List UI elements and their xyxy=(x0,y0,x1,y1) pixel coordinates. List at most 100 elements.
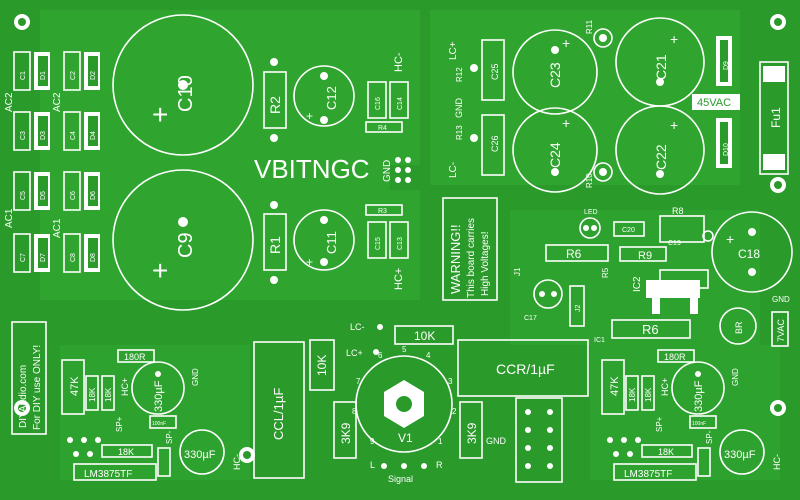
svg-text:J2: J2 xyxy=(575,305,582,313)
svg-text:HC+: HC+ xyxy=(120,378,130,396)
svg-text:SP+: SP+ xyxy=(115,416,124,432)
svg-text:C14: C14 xyxy=(397,97,404,110)
svg-text:C23: C23 xyxy=(547,62,563,88)
svg-text:R8: R8 xyxy=(672,206,684,216)
svg-text:8: 8 xyxy=(352,407,357,416)
svg-text:D4: D4 xyxy=(90,131,97,140)
svg-text:GND: GND xyxy=(191,368,200,386)
svg-text:180R: 180R xyxy=(124,352,146,362)
svg-text:C2: C2 xyxy=(70,71,77,80)
svg-text:D3: D3 xyxy=(40,131,47,140)
svg-text:WARNING!!: WARNING!! xyxy=(448,224,463,294)
svg-text:HC-: HC- xyxy=(232,454,242,470)
svg-text:C17: C17 xyxy=(524,315,537,322)
svg-text:47K: 47K xyxy=(609,376,621,396)
svg-text:LC+: LC+ xyxy=(448,41,459,60)
svg-text:C1: C1 xyxy=(20,71,27,80)
fuse-label: Fu1 xyxy=(769,107,783,128)
svg-text:LC-: LC- xyxy=(448,162,459,178)
svg-text:IC1: IC1 xyxy=(594,337,605,344)
svg-text:180R: 180R xyxy=(664,352,686,362)
tube-section: CCL/1µF 10K 3K9 LC- LC+ 10K V1 5 6 4 7 3… xyxy=(253,322,589,484)
svg-text:C22: C22 xyxy=(653,144,669,170)
svg-text:6: 6 xyxy=(378,351,383,360)
svg-text:+: + xyxy=(152,255,168,286)
svg-text:330µF: 330µF xyxy=(724,449,756,461)
svg-text:1: 1 xyxy=(438,437,443,446)
svg-text:C12: C12 xyxy=(324,86,339,110)
hc-minus-label: HC- xyxy=(393,52,405,72)
svg-text:SP-: SP- xyxy=(705,430,714,444)
svg-text:C7: C7 xyxy=(20,253,27,262)
svg-text:C13: C13 xyxy=(397,237,404,250)
rect-row-4: C7 D7 C8 D8 xyxy=(13,233,100,273)
ac-label: AC2 xyxy=(4,92,15,112)
svg-text:Signal: Signal xyxy=(388,474,413,484)
svg-text:R5: R5 xyxy=(601,267,610,278)
psu-rectifier-block: AC2 AC2 AC1 AC1 C1 D1 C2 D2 C3 D3 C4 D4 … xyxy=(4,51,100,273)
amp-left: 180R 47K 18K 18K HC+ 330µF GND SP+ 100nF… xyxy=(61,349,242,481)
svg-text:GND: GND xyxy=(731,368,740,386)
svg-text:D7: D7 xyxy=(40,253,47,262)
ac-label: AC2 xyxy=(52,92,63,112)
svg-text:18K: 18K xyxy=(104,387,113,402)
voltage-label: 45VAC xyxy=(697,97,731,109)
svg-text:SP+: SP+ xyxy=(655,416,664,432)
regulator-section: LED C20 R8 R6 R9 C19 + C18 J1 R5 C17 J2 … xyxy=(513,206,793,347)
ac-label: AC1 xyxy=(4,208,15,228)
svg-text:C20: C20 xyxy=(622,227,635,234)
svg-text:D10: D10 xyxy=(723,143,730,156)
svg-text:+: + xyxy=(562,115,570,131)
svg-text:HC+: HC+ xyxy=(660,378,670,396)
svg-text:HC-: HC- xyxy=(772,454,782,470)
svg-text:100nF: 100nF xyxy=(692,421,706,427)
big-capacitor-c10: + C10 xyxy=(112,14,254,156)
svg-text:7VAC: 7VAC xyxy=(776,319,786,342)
resistor-r2: R2 xyxy=(263,58,287,142)
svg-text:7: 7 xyxy=(356,377,361,386)
svg-text:High Voltages!: High Voltages! xyxy=(480,232,491,297)
svg-text:LC-: LC- xyxy=(350,322,365,332)
ac-label: AC1 xyxy=(52,218,63,238)
svg-text:C9: C9 xyxy=(175,232,197,258)
svg-text:D5: D5 xyxy=(40,191,47,200)
hc-film-caps: C16 C14 R4 R3 C15 C13 HC- HC+ GND xyxy=(365,52,411,290)
svg-text:100nF: 100nF xyxy=(152,421,166,427)
rect-row-3: C5 D5 C6 D6 xyxy=(13,171,100,211)
svg-text:LM3875TF: LM3875TF xyxy=(84,469,132,480)
svg-text:9: 9 xyxy=(370,437,375,446)
svg-text:D9: D9 xyxy=(723,61,730,70)
svg-text:330µF: 330µF xyxy=(153,380,165,412)
svg-text:CCL/1µF: CCL/1µF xyxy=(271,388,286,440)
svg-text:BR: BR xyxy=(734,321,744,334)
copper-pour-hv xyxy=(430,10,740,185)
svg-text:10K: 10K xyxy=(315,355,329,376)
svg-text:C15: C15 xyxy=(375,237,382,250)
svg-text:2: 2 xyxy=(452,407,457,416)
rect-row-2: C3 D3 C4 D4 xyxy=(13,111,100,151)
svg-text:GND: GND xyxy=(486,436,507,446)
gnd-label: GND xyxy=(382,160,393,182)
resistor-r1: R1 xyxy=(263,201,287,284)
svg-text:R6: R6 xyxy=(642,322,659,337)
diyaudio-box: DIYAudio.com For DIY use ONLY! xyxy=(11,321,47,435)
svg-text:C10: C10 xyxy=(175,75,197,112)
copper-pour-psu xyxy=(40,10,420,300)
svg-text:D1: D1 xyxy=(40,71,47,80)
svg-text:18K: 18K xyxy=(644,387,653,402)
svg-text:R11: R11 xyxy=(585,19,594,34)
svg-text:GND: GND xyxy=(772,295,790,304)
svg-text:C11: C11 xyxy=(324,231,339,254)
svg-text:CCR/1µF: CCR/1µF xyxy=(496,361,555,377)
svg-text:C18: C18 xyxy=(738,247,760,261)
svg-text:D6: D6 xyxy=(90,191,97,200)
svg-text:18K: 18K xyxy=(628,387,637,402)
svg-text:IC2: IC2 xyxy=(632,276,643,292)
svg-text:R12: R12 xyxy=(455,67,464,82)
svg-text:C5: C5 xyxy=(20,191,27,200)
svg-text:C19: C19 xyxy=(668,240,681,247)
big-capacitor-c9: + C9 xyxy=(112,169,254,311)
svg-text:C24: C24 xyxy=(547,142,563,168)
rect-row-1: C1 D1 C2 D2 xyxy=(13,51,100,91)
